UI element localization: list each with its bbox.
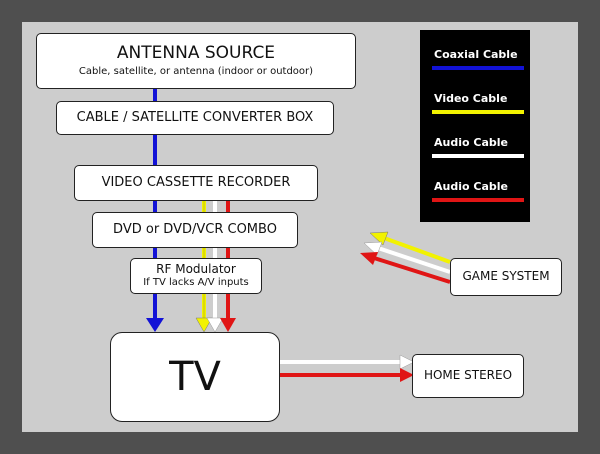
dvd-label: DVD or DVD/VCR COMBO [113, 221, 277, 237]
antenna-source-subtitle: Cable, satellite, or antenna (indoor or … [78, 66, 314, 78]
home-stereo-label: HOME STEREO [423, 368, 513, 383]
home-stereo-box: HOME STEREO [412, 354, 524, 398]
tv-box: TV [110, 332, 280, 422]
game-red-line [373, 256, 451, 284]
rf-modulator-title: RF Modulator [156, 262, 236, 277]
legend-swatch [432, 110, 524, 114]
legend-label: Audio Cable [434, 180, 508, 193]
game-system-box: GAME SYSTEM [450, 258, 562, 296]
tv-label: TV [169, 354, 221, 400]
legend-label: Video Cable [434, 92, 508, 105]
dvd-box: DVD or DVD/VCR COMBO [92, 212, 298, 248]
audio-red-arrowhead [220, 318, 236, 332]
cable-legend: Coaxial Cable Video Cable Audio Cable Au… [420, 30, 530, 222]
video-arrowhead [195, 317, 213, 333]
rf-modulator-box: RF Modulator If TV lacks A/V inputs [130, 258, 262, 294]
legend-swatch [432, 66, 524, 70]
game-system-label: GAME SYSTEM [462, 269, 550, 284]
converter-box: CABLE / SATELLITE CONVERTER BOX [56, 101, 334, 135]
game-white-line [377, 246, 451, 274]
antenna-source-box: ANTENNA SOURCE Cable, satellite, or ante… [36, 33, 356, 89]
coaxial-arrowhead [146, 318, 164, 332]
audio-white-arrowhead [206, 317, 224, 333]
game-video-line [383, 236, 451, 264]
rf-modulator-subtitle: If TV lacks A/V inputs [143, 277, 249, 289]
legend-label: Coaxial Cable [434, 48, 518, 61]
vcr-box: VIDEO CASSETTE RECORDER [74, 165, 318, 201]
converter-label: CABLE / SATELLITE CONVERTER BOX [76, 109, 314, 125]
legend-swatch [432, 198, 524, 202]
legend-label: Audio Cable [434, 136, 508, 149]
vcr-label: VIDEO CASSETTE RECORDER [101, 174, 291, 190]
legend-swatch [432, 154, 524, 158]
antenna-source-title: ANTENNA SOURCE [116, 43, 276, 64]
